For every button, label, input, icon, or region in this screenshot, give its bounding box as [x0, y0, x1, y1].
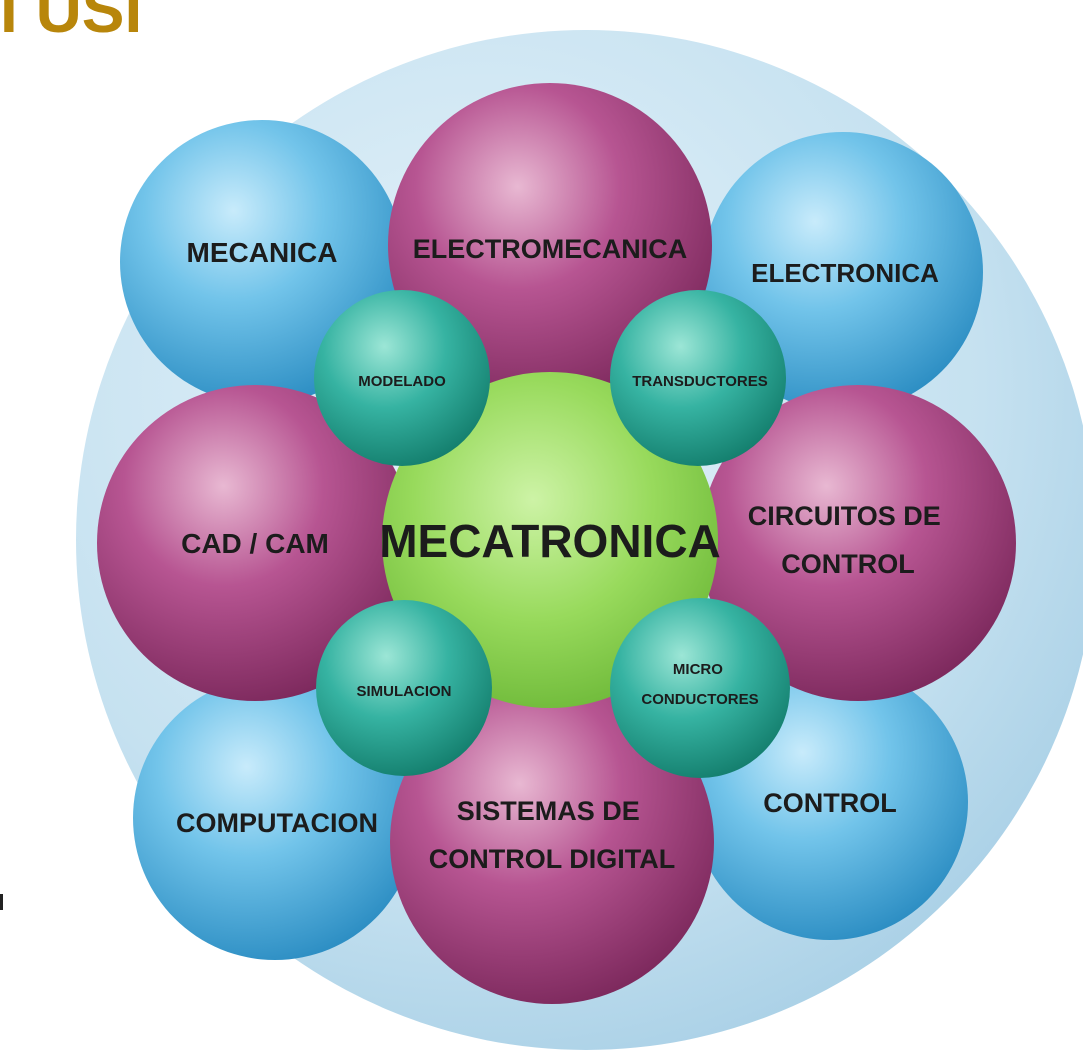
bubble-mecatronica: MECATRONICA — [379, 372, 721, 708]
bubble-label-modelado: MODELADO — [358, 373, 446, 390]
bubble-label-mecanica: MECANICA — [187, 237, 338, 268]
bubble-micro-conductores: MICRO CONDUCTORES — [610, 598, 790, 778]
bubble-transductores: TRANSDUCTORES — [610, 290, 786, 466]
bubble-label-circuitos-de-control: CIRCUITOS DE CONTROL — [748, 501, 949, 579]
bubble-sistemas-de-control-digital: SISTEMAS DE CONTROL DIGITAL — [390, 680, 714, 1004]
bubble-label-micro-conductores: MICRO CONDUCTORES — [641, 661, 758, 708]
bubble-label-computacion: COMPUTACION — [176, 808, 378, 838]
bubble-label-cad-cam: CAD / CAM — [181, 528, 329, 559]
bubble-simulacion: SIMULACION — [316, 600, 492, 776]
bubble-modelado: MODELADO — [314, 290, 490, 466]
bubble-label-transductores: TRANSDUCTORES — [632, 373, 768, 390]
bubble-label-sistemas-de-control-digital: SISTEMAS DE CONTROL DIGITAL — [429, 796, 675, 874]
margin-mark — [0, 894, 3, 910]
bubble-cad-cam: CAD / CAM — [97, 385, 413, 701]
bubble-label-control: CONTROL — [763, 788, 896, 818]
bubble-label-electronica: ELECTRONICA — [751, 258, 939, 288]
heading-fragment: I USI — [0, 0, 143, 46]
bubble-label-simulacion: SIMULACION — [357, 683, 452, 700]
bubble-label-electromecanica: ELECTROMECANICA — [413, 234, 688, 264]
center-label: MECATRONICA — [379, 515, 721, 567]
bubble-circuitos-de-control: CIRCUITOS DE CONTROL — [700, 385, 1016, 701]
